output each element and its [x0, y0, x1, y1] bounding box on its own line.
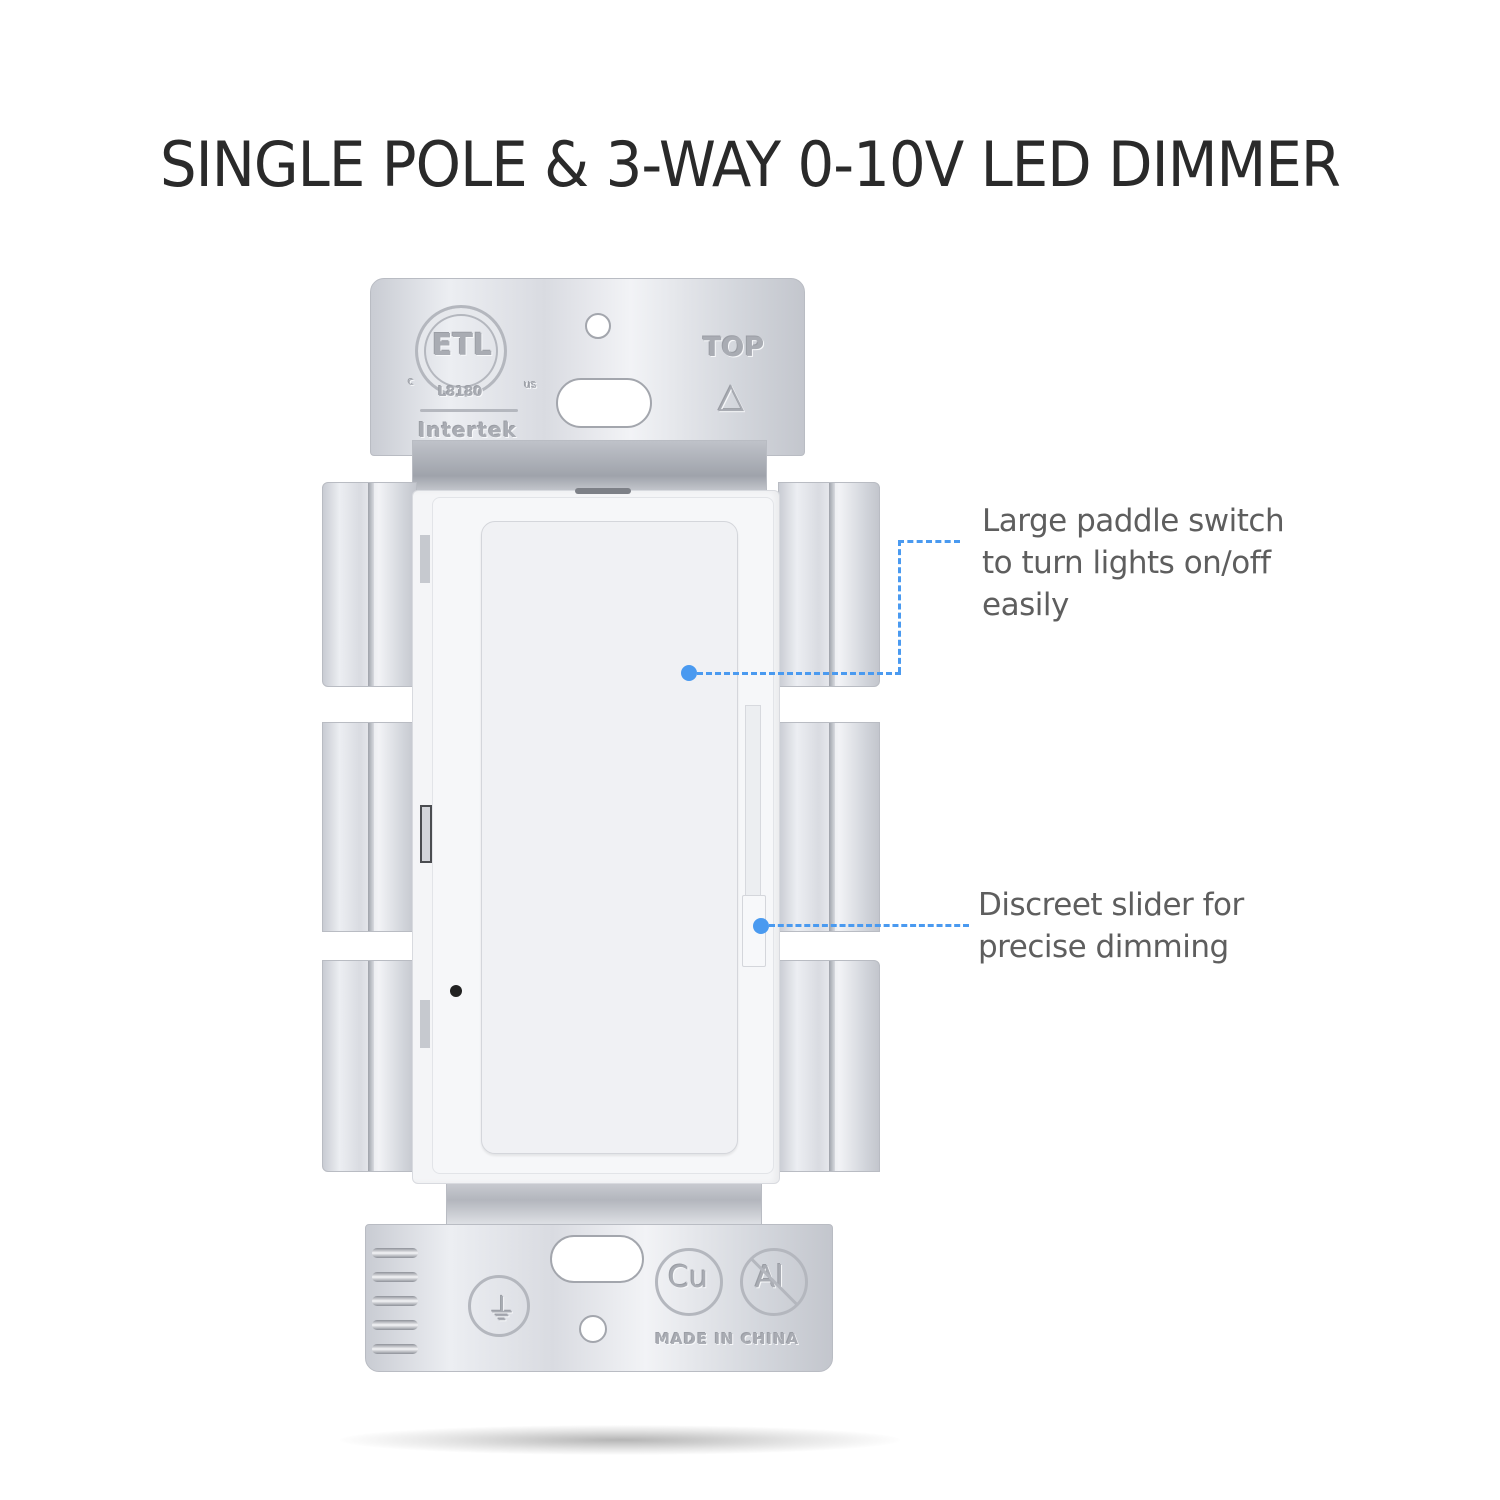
left-ear-middle: [322, 722, 417, 932]
product-shadow: [340, 1425, 900, 1455]
top-orientation-label: TOP: [703, 332, 765, 363]
callout-line: Large paddle switch: [982, 503, 1285, 539]
ground-glyph: ⏚: [487, 1293, 517, 1328]
paddle-callout-dot-icon: [681, 665, 697, 681]
copper-mark: Cu: [668, 1260, 708, 1295]
top-mounting-slot: [556, 378, 652, 428]
slider-callout-dot-icon: [753, 918, 769, 934]
page-title: SINGLE POLE & 3-WAY 0-10V LED DIMMER: [159, 128, 1341, 201]
right-ear-middle: [778, 722, 880, 932]
etl-us-label: us: [524, 378, 537, 391]
etl-c-label: c: [408, 375, 415, 388]
callout-line: to turn lights on/off: [982, 545, 1271, 581]
slider-callout-text: Discreet slider for precise dimming: [978, 884, 1358, 968]
callout-line: precise dimming: [978, 929, 1229, 965]
led-indicator-icon: [450, 985, 462, 997]
bottom-screw-hole: [579, 1315, 607, 1343]
paddle-callout-text: Large paddle switch to turn lights on/of…: [982, 500, 1362, 626]
etl-number: L8180: [438, 385, 483, 400]
callout-line: Discreet slider for: [978, 887, 1244, 923]
callout-line: easily: [982, 587, 1069, 623]
origin-label: MADE IN CHINA: [655, 1330, 800, 1348]
intertek-label: Intertek: [418, 418, 518, 442]
right-ear-top: [778, 482, 880, 687]
no-aluminum-icon: [740, 1248, 808, 1316]
top-screw-hole: [585, 313, 611, 339]
dimming-slider-track[interactable]: [745, 705, 761, 905]
triangle-up-icon: △: [718, 376, 745, 416]
paddle-switch[interactable]: [481, 521, 738, 1154]
frame-clip: [420, 805, 432, 863]
right-ear-bottom: [778, 960, 880, 1172]
etl-mark: ETL: [432, 328, 493, 363]
paddle-callout-line-vertical: [898, 540, 901, 673]
paddle-callout-line: [697, 672, 901, 675]
etl-divider: [420, 409, 518, 412]
left-ear-bottom: [322, 960, 417, 1172]
frame-notch-bottom: [420, 1000, 430, 1048]
frame-top-tab: [575, 488, 631, 494]
frame-notch-top: [420, 535, 430, 583]
slider-callout-line: [769, 924, 969, 927]
bottom-mounting-slot: [550, 1235, 644, 1283]
left-ear-top: [322, 482, 417, 687]
etl-certification-icon: [415, 305, 507, 397]
copper-wire-icon: [655, 1248, 723, 1316]
paddle-callout-line-top: [898, 540, 960, 543]
wire-clamp-icon: [372, 1230, 418, 1370]
ground-symbol-icon: [468, 1275, 530, 1337]
